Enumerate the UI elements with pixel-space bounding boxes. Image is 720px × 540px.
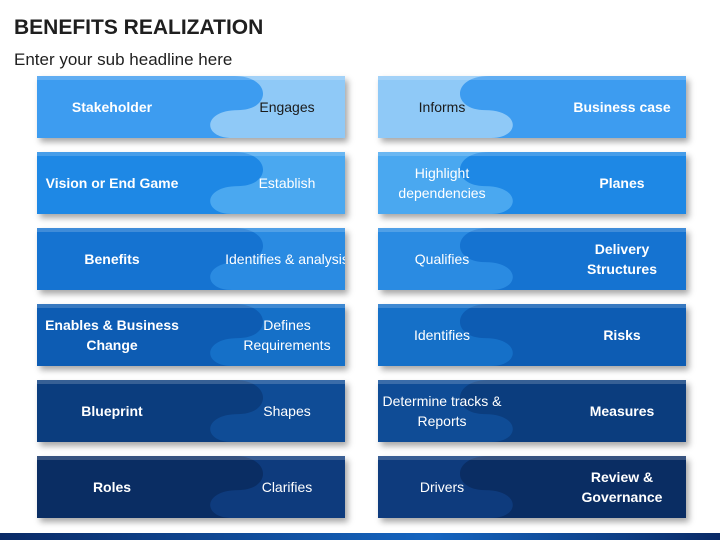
tile-inner-label: Informs xyxy=(418,99,466,115)
tile-dark-region xyxy=(459,76,686,138)
tile-dark-region xyxy=(37,380,264,442)
puzzle-shape xyxy=(37,152,345,214)
tile-dark-region xyxy=(459,152,686,214)
tile-dark-region xyxy=(459,456,686,518)
puzzle-shape xyxy=(378,76,686,138)
puzzle-shape xyxy=(378,456,686,518)
tile-outer-label: Risks xyxy=(603,327,641,343)
tile-row-1-left: Stakeholder Engages xyxy=(37,76,345,138)
tile-gloss xyxy=(37,380,345,384)
tile-outer-label: Planes xyxy=(599,175,645,191)
tile-gloss xyxy=(378,228,686,232)
tile-dark-region xyxy=(459,304,686,366)
tile-gloss xyxy=(37,228,345,232)
page-subtitle: Enter your sub headline here xyxy=(14,50,233,69)
page-title: BENEFITS REALIZATION xyxy=(14,16,264,39)
tile-row-5-left: Blueprint Shapes xyxy=(37,380,345,442)
tile-gloss xyxy=(37,304,345,308)
tile-inner-label: Qualifies xyxy=(414,251,470,267)
tile-row-1-right: Business case Informs xyxy=(378,76,686,138)
tile-inner-label: Defines Requirements xyxy=(243,317,331,353)
footer-bar xyxy=(0,533,720,540)
tile-dark-region xyxy=(37,304,264,366)
tile-gloss xyxy=(378,76,686,80)
tile-inner-label: Clarifies xyxy=(261,479,313,495)
tile-dark-region xyxy=(459,228,686,290)
tile-dark-region xyxy=(459,380,686,442)
tile-row-2-right: Planes Highlight dependencies xyxy=(378,152,686,214)
puzzle-shape xyxy=(378,228,686,290)
tile-row-5-right: Measures Determine tracks & Reports xyxy=(378,380,686,442)
tile-outer-label: Business case xyxy=(573,99,671,115)
tile-gloss xyxy=(378,456,686,460)
puzzle-shape xyxy=(37,228,345,290)
tile-outer-label: Vision or End Game xyxy=(45,175,179,191)
tile-dark-region xyxy=(37,228,264,290)
tile-inner-label: Shapes xyxy=(263,403,311,419)
tile-inner-label: Engages xyxy=(259,99,315,115)
puzzle-shape xyxy=(37,304,345,366)
tile-row-6-left: Roles Clarifies xyxy=(37,456,345,518)
tile-outer-label: Review & Governance xyxy=(581,469,663,505)
puzzle-shape xyxy=(37,456,345,518)
tile-row-3-right: Delivery Structures Qualifies xyxy=(378,228,686,290)
tile-outer-label: Benefits xyxy=(84,251,140,267)
puzzle-shape xyxy=(378,304,686,366)
tile-outer-label: Delivery Structures xyxy=(586,241,658,277)
puzzle-shape xyxy=(37,380,345,442)
tile-outer-label: Stakeholder xyxy=(71,99,153,115)
tile-row-4-right: Risks Identifies xyxy=(378,304,686,366)
tile-row-4-left: Enables & Business Change Defines Require… xyxy=(37,304,345,366)
tile-gloss xyxy=(378,152,686,156)
tile-inner-label: Identifies xyxy=(413,327,471,343)
tile-gloss xyxy=(378,380,686,384)
tile-inner-label: Establish xyxy=(258,175,316,191)
tile-row-3-left: Benefits Identifies & analysis xyxy=(37,228,345,290)
tile-inner-label: Determine tracks & Reports xyxy=(382,393,502,429)
tile-outer-label: Measures xyxy=(589,403,655,419)
tile-outer-label: Blueprint xyxy=(81,403,143,419)
tile-gloss xyxy=(37,456,345,460)
tile-outer-label: Enables & Business Change xyxy=(45,317,179,353)
puzzle-shape xyxy=(378,380,686,442)
puzzle-shape xyxy=(378,152,686,214)
tile-dark-region xyxy=(37,152,264,214)
puzzle-shape xyxy=(37,76,345,138)
tile-inner-label: Highlight dependencies xyxy=(398,165,486,201)
tile-inner-label: Identifies & analysis xyxy=(225,251,345,267)
tile-dark-region xyxy=(37,456,264,518)
tile-row-2-left: Vision or End Game Establish xyxy=(37,152,345,214)
tile-gloss xyxy=(37,152,345,156)
tile-inner-label: Drivers xyxy=(419,479,465,495)
tile-row-6-right: Review & Governance Drivers xyxy=(378,456,686,518)
tile-gloss xyxy=(37,76,345,80)
tile-dark-region xyxy=(37,76,264,138)
tile-gloss xyxy=(378,304,686,308)
tile-outer-label: Roles xyxy=(92,479,132,495)
